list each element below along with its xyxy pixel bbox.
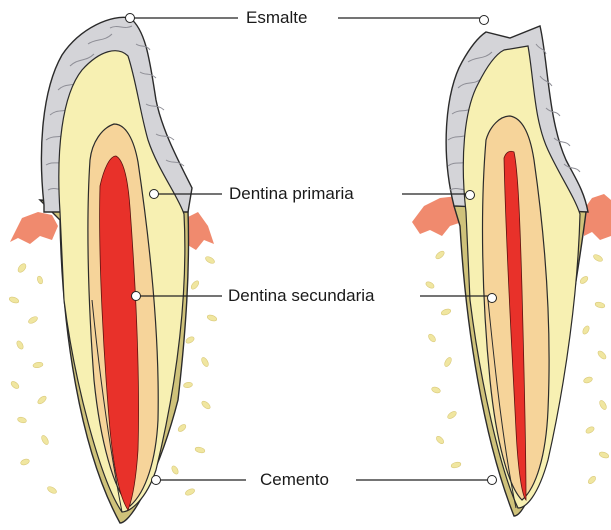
dot-enamel-left xyxy=(126,14,135,23)
dot-enamel-right xyxy=(480,16,489,25)
label-primary-dentin: Dentina primaria xyxy=(229,184,354,204)
label-enamel: Esmalte xyxy=(246,8,307,28)
gingiva-right-distal xyxy=(582,194,611,240)
dot-secondary-dentin-left xyxy=(132,292,141,301)
label-secondary-dentin: Dentina secundaria xyxy=(228,286,374,306)
gingiva-left-mesial xyxy=(10,212,58,244)
label-cementum: Cemento xyxy=(260,470,329,490)
tooth-left xyxy=(10,17,214,523)
dot-primary-dentin-right xyxy=(466,191,475,200)
dot-cementum-left xyxy=(152,476,161,485)
dot-primary-dentin-left xyxy=(150,190,159,199)
dot-cementum-right xyxy=(488,476,497,485)
dot-secondary-dentin-right xyxy=(488,294,497,303)
